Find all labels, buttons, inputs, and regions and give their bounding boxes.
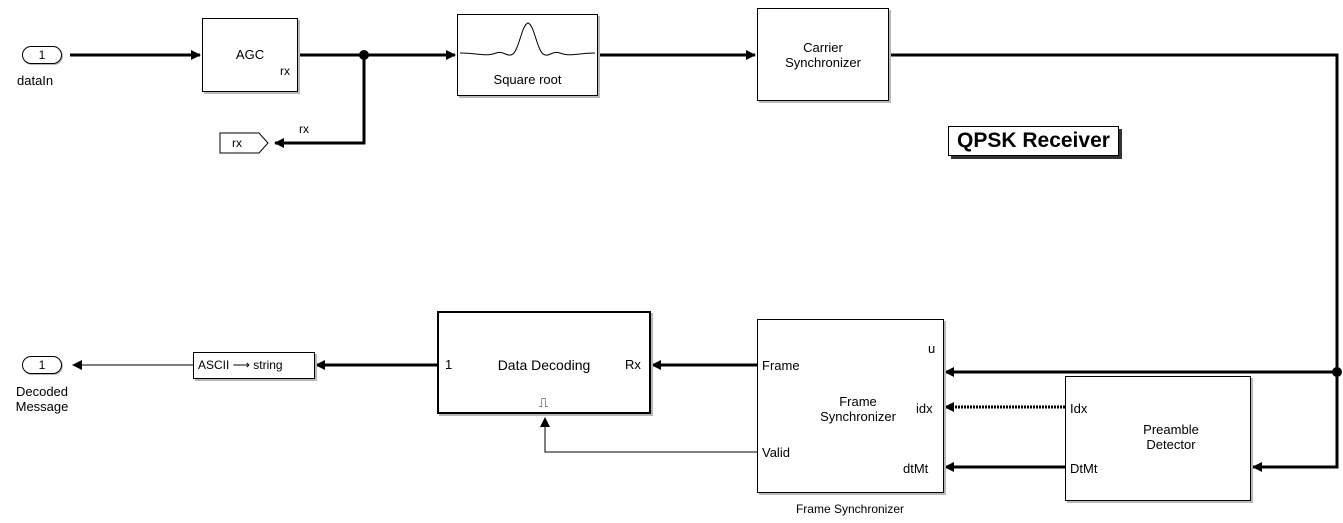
wire-to-preamble bbox=[1252, 372, 1339, 472]
inport-datain[interactable]: 1 bbox=[22, 46, 62, 64]
junction-rx bbox=[359, 50, 369, 60]
wire-valid bbox=[540, 417, 757, 453]
inport-number: 1 bbox=[38, 48, 46, 62]
agc-label: AGC bbox=[235, 47, 265, 62]
ascii-to-string-block[interactable]: ASCII ⟶ string bbox=[193, 352, 315, 379]
preamble-port-idx: Idx bbox=[1070, 401, 1088, 416]
frame-sync-port-valid: Valid bbox=[762, 445, 790, 460]
branch-signal-label: rx bbox=[299, 122, 309, 136]
wire-branch-goto bbox=[274, 55, 366, 148]
wire-carrier-loop bbox=[889, 53, 1339, 377]
frame-sync-port-idx: idx bbox=[916, 401, 933, 416]
frame-sync-port-frame: Frame bbox=[762, 358, 800, 373]
inport-label: dataIn bbox=[17, 73, 54, 88]
frame-sync-label: Frame Synchronizer bbox=[820, 394, 896, 424]
frame-sync-port-dtmt: dtMt bbox=[903, 461, 929, 476]
data-decoding-label: Data Decoding bbox=[497, 357, 591, 373]
data-decoding-in-port: 1 bbox=[445, 357, 453, 372]
frame-sync-caption: Frame Synchronizer bbox=[795, 502, 905, 516]
goto-tag-label[interactable]: rx bbox=[232, 136, 242, 150]
outport-number: 1 bbox=[38, 358, 46, 372]
preamble-port-dtmt: DtMt bbox=[1070, 461, 1098, 476]
frame-sync-block[interactable]: Frame Valid Frame Synchronizer u idx dtM… bbox=[757, 319, 944, 493]
goto-tag-shape bbox=[219, 132, 269, 154]
sinc-pulse-icon bbox=[459, 22, 596, 56]
data-decoding-block[interactable]: 1 Data Decoding Rx ⎍ bbox=[437, 311, 651, 414]
square-root-label: Square root bbox=[493, 72, 562, 87]
outport-decoded-message[interactable]: 1 bbox=[22, 356, 62, 374]
data-decoding-out-port: Rx bbox=[625, 357, 641, 372]
carrier-sync-block[interactable]: Carrier Synchronizer bbox=[757, 8, 889, 101]
agc-out-port-label: rx bbox=[280, 64, 290, 78]
outport-label: Decoded Message bbox=[15, 384, 69, 414]
carrier-sync-label: Carrier Synchronizer bbox=[785, 40, 861, 70]
agc-block[interactable]: AGC rx bbox=[202, 18, 298, 92]
ascii-to-string-label: ASCII ⟶ string bbox=[198, 358, 283, 373]
preamble-detector-block[interactable]: Idx DtMt Preamble Detector bbox=[1065, 376, 1251, 501]
square-root-block[interactable]: Square root bbox=[457, 14, 598, 96]
junction-loop bbox=[1332, 367, 1342, 377]
preamble-label: Preamble Detector bbox=[1143, 422, 1199, 452]
frame-sync-port-u: u bbox=[928, 341, 936, 356]
string-label: string bbox=[253, 358, 283, 372]
trigger-icon: ⎍ bbox=[539, 396, 549, 411]
ascii-label: ASCII bbox=[198, 358, 230, 372]
conversion-arrow-icon: ⟶ bbox=[232, 358, 250, 372]
model-title: QPSK Receiver bbox=[948, 126, 1119, 156]
